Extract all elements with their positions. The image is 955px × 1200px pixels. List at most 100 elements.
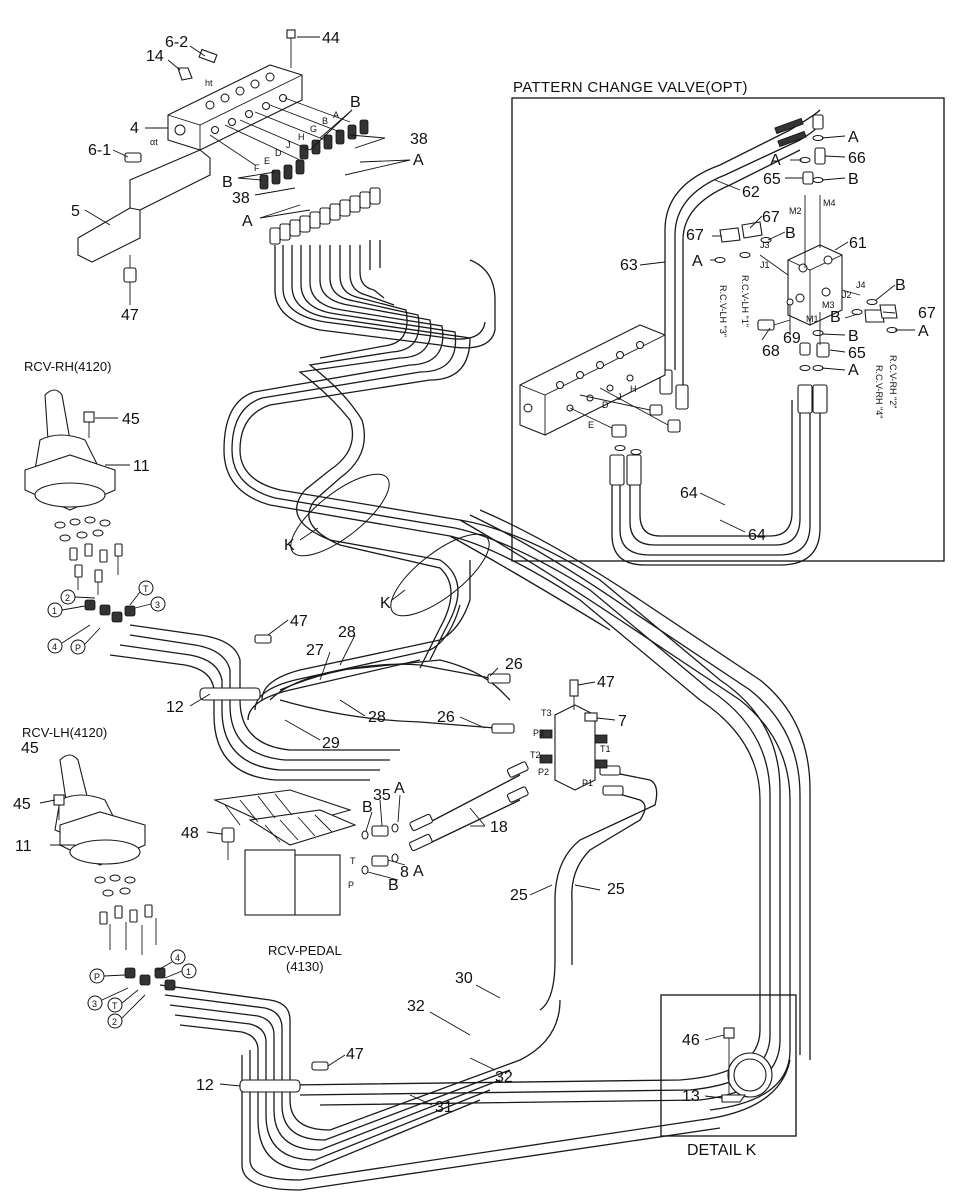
callout-44: 44 xyxy=(322,30,340,47)
valve-callout-65-top: 65 xyxy=(763,171,781,188)
callout-25-a: 25 xyxy=(510,887,528,904)
callout-45-lh-num: 45 xyxy=(13,796,31,813)
port-p3: P3 xyxy=(533,728,544,738)
callout-31: 31 xyxy=(435,1099,453,1116)
callout-47-lh: 47 xyxy=(346,1046,364,1063)
port-t1: T1 xyxy=(600,744,611,754)
valve-port-m2: M2 xyxy=(789,206,802,216)
valve-callout-b-4: B xyxy=(830,309,841,326)
callout-32-b: 32 xyxy=(495,1069,513,1086)
callout-5: 5 xyxy=(71,203,80,220)
valve-callout-65-bottom: 65 xyxy=(848,345,866,362)
rcv-lh-label: RCV-LH(4120) xyxy=(22,725,107,740)
rcv-rh-joystick xyxy=(24,389,272,644)
callout-a-pedal-bottom: A xyxy=(413,863,424,880)
port-h: H xyxy=(298,132,305,142)
callout-b-top: B xyxy=(350,94,361,111)
callout-11-rh: 11 xyxy=(133,458,150,475)
port-f: F xyxy=(254,163,260,173)
rh-port-4: 4 xyxy=(52,642,57,652)
callout-6-2: 6-2 xyxy=(165,34,188,51)
port-p2: P2 xyxy=(538,767,549,777)
valve-callout-a-1: A xyxy=(848,129,859,146)
callout-29: 29 xyxy=(322,735,340,752)
valve-rcv-lh-3: R.C.V-LH "3" xyxy=(718,285,728,337)
valve-manifold-h: H xyxy=(630,384,637,394)
rcv-pedal xyxy=(213,789,399,916)
hose-fitting-25b xyxy=(602,785,624,796)
valve-callout-a-3: A xyxy=(692,253,703,270)
rcv-rh-label: RCV-RH(4120) xyxy=(24,359,111,374)
valve-callout-61: 61 xyxy=(849,235,867,252)
pedal-port-p: P xyxy=(348,880,354,890)
pedal-port-t: T xyxy=(350,856,356,866)
port-g: G xyxy=(310,124,317,134)
lh-port-p: P xyxy=(94,972,100,982)
rcv-lh-hoses xyxy=(159,984,791,1191)
valve-port-j4: J4 xyxy=(856,280,866,290)
port-p1: P1 xyxy=(582,778,593,788)
hose-26b xyxy=(279,699,496,729)
valve-callout-62: 62 xyxy=(742,184,760,201)
callout-a-right: A xyxy=(413,152,424,169)
hose-fitting-26a xyxy=(487,673,511,684)
clamp-12-rh xyxy=(199,687,261,701)
pattern-valve-frame xyxy=(511,97,945,562)
valve-callout-66: 66 xyxy=(848,150,866,167)
rh-port-1: 1 xyxy=(52,606,57,616)
valve-callout-b-3: B xyxy=(895,277,906,294)
port-a: A xyxy=(333,110,339,120)
callout-a-left: A xyxy=(242,213,253,230)
callout-11-lh: 11 xyxy=(15,838,32,855)
rcv-pedal-label: RCV-PEDAL xyxy=(268,943,342,958)
hose-18b xyxy=(429,799,521,844)
callout-26-b: 26 xyxy=(437,709,455,726)
rh-port-2: 2 xyxy=(65,593,70,603)
callout-4: 4 xyxy=(130,120,139,137)
callout-32-a: 32 xyxy=(407,998,425,1015)
hose-fitting-18d xyxy=(506,786,529,803)
rh-port-t: T xyxy=(143,584,149,594)
shuttle-valve-block-7 xyxy=(539,679,608,791)
valve-manifold-j: J xyxy=(617,392,622,402)
callout-28-b: 28 xyxy=(368,709,386,726)
valve-callout-67-c: 67 xyxy=(918,305,936,322)
callout-b-left: B xyxy=(222,174,233,191)
valve-callout-64-a: 64 xyxy=(680,485,698,502)
port-ht: ht xyxy=(205,78,213,88)
callout-38-left: 38 xyxy=(232,190,250,207)
callout-45-rh: 45 xyxy=(122,411,140,428)
valve-callout-68: 68 xyxy=(762,343,780,360)
pattern-valve-title: PATTERN CHANGE VALVE(OPT) xyxy=(513,79,748,96)
detail-k-clamp xyxy=(721,1027,773,1103)
callout-38-right: 38 xyxy=(410,131,428,148)
top-manifold-block xyxy=(77,29,381,283)
callout-48: 48 xyxy=(181,825,199,842)
hose-fitting-26b xyxy=(491,723,515,734)
callout-26-a: 26 xyxy=(505,656,523,673)
pattern-valve-internals xyxy=(519,109,898,566)
lh-port-2: 2 xyxy=(112,1017,117,1027)
valve-callout-67-b: 67 xyxy=(686,227,704,244)
callout-28-a: 28 xyxy=(338,624,356,641)
valve-rcv-lh-1: R.C.V-LH "1" xyxy=(740,275,750,327)
callout-25-b: 25 xyxy=(607,881,625,898)
hose-25a xyxy=(539,769,658,1011)
lh-port-4: 4 xyxy=(175,953,180,963)
valve-callout-67-a: 67 xyxy=(762,209,780,226)
callout-13: 13 xyxy=(682,1088,700,1105)
callout-14: 14 xyxy=(146,48,164,65)
callout-45-lh: 45 xyxy=(21,740,39,757)
callout-k-2: K xyxy=(380,595,391,612)
callout-a-pedal-top: A xyxy=(394,780,405,797)
rcv-lh-joystick xyxy=(53,754,329,1071)
valve-manifold-e: E xyxy=(588,420,594,430)
callout-8: 8 xyxy=(400,864,409,881)
valve-callout-b-5: B xyxy=(848,328,859,345)
clamp-12-lh xyxy=(239,1079,301,1093)
callout-12-rh: 12 xyxy=(166,699,184,716)
callout-12-lh: 12 xyxy=(196,1077,214,1094)
valve-callout-b-2: B xyxy=(785,225,796,242)
valve-port-m4: M4 xyxy=(823,198,836,208)
